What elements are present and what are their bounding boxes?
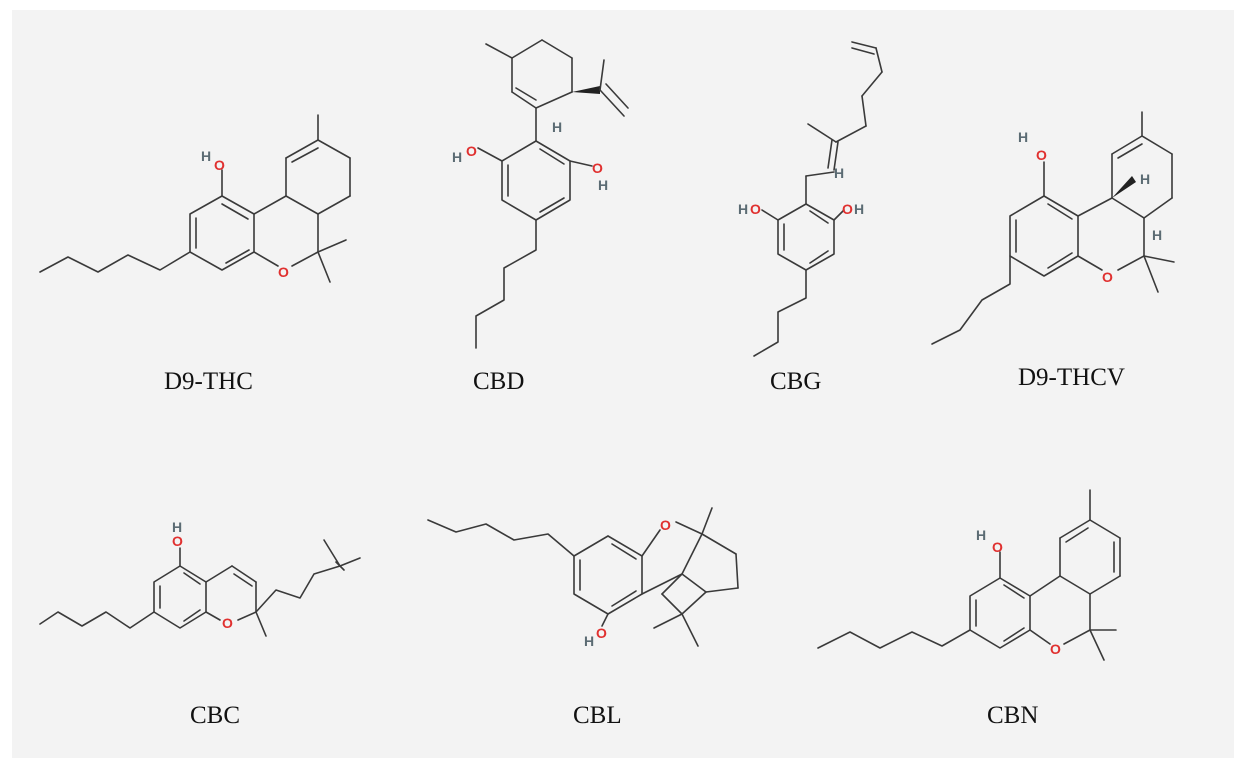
structure-cbl: O H O	[427, 507, 739, 649]
atom-h: H	[452, 149, 462, 165]
atom-h: H	[834, 165, 844, 181]
label-d9-thc: D9-THC	[164, 368, 253, 395]
atom-o: O	[172, 533, 183, 549]
label-cbl: CBL	[573, 702, 622, 729]
atom-h: H	[1140, 171, 1150, 187]
atom-o: O	[466, 143, 477, 159]
atom-h: H	[1018, 129, 1028, 145]
atom-o: O	[1036, 147, 1047, 163]
atom-o: O	[214, 157, 225, 173]
atom-h: H	[552, 119, 562, 135]
atom-o: O	[592, 160, 603, 176]
atom-h: H	[738, 201, 748, 217]
structure-d9-thcv: O H O H H	[931, 111, 1175, 345]
structure-d9-thc: O H O	[39, 114, 351, 283]
atom-h: H	[172, 519, 182, 535]
atom-o: O	[660, 517, 671, 533]
structure-cbn: O H O	[817, 489, 1121, 661]
atom-o: O	[222, 615, 233, 631]
atom-h: H	[201, 148, 211, 164]
atom-o: O	[992, 539, 1003, 555]
label-cbg: CBG	[770, 368, 822, 395]
atom-h: H	[854, 201, 864, 217]
label-cbd: CBD	[473, 368, 525, 395]
label-cbc: CBC	[190, 702, 241, 729]
atom-o: O	[1102, 269, 1113, 285]
atom-o: O	[596, 625, 607, 641]
atom-o: O	[278, 264, 289, 280]
structure-cbd: O H O H H	[452, 39, 629, 349]
atom-h: H	[1152, 227, 1162, 243]
atom-o: O	[1050, 641, 1061, 657]
structure-cbc: O H O	[39, 519, 361, 637]
figure-panel	[12, 10, 1234, 758]
label-d9-thcv: D9-THCV	[1018, 364, 1125, 391]
atom-h: H	[598, 177, 608, 193]
atom-o: O	[842, 201, 853, 217]
atom-h: H	[584, 633, 594, 649]
label-cbn: CBN	[987, 702, 1039, 729]
atom-h: H	[976, 527, 986, 543]
structure-cbg: O H O H H	[738, 41, 883, 357]
atom-o: O	[750, 201, 761, 217]
